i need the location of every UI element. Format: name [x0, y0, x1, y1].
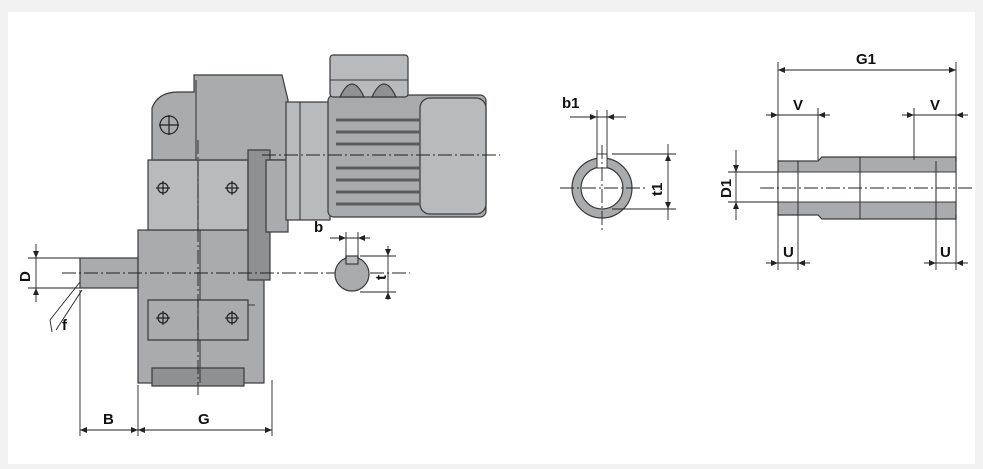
label-t: t	[373, 275, 390, 280]
label-U-right: U	[940, 244, 951, 261]
motor-adapter	[285, 101, 331, 221]
hollow-shaft-section	[560, 110, 676, 230]
label-b1: b1	[562, 95, 580, 112]
shaft-key-profile	[330, 232, 396, 300]
label-f: f	[62, 317, 68, 334]
label-D1: D1	[718, 179, 735, 198]
gear-motor-view	[62, 54, 500, 395]
label-V-left: V	[793, 97, 803, 114]
motor-end-cap	[419, 97, 487, 215]
label-V-right: V	[930, 97, 940, 114]
upper-housing	[151, 74, 289, 161]
label-G1: G1	[856, 51, 876, 68]
chamfer-f	[49, 281, 83, 333]
terminal-box	[329, 54, 409, 98]
flange-bolts	[156, 181, 239, 325]
label-B: B	[103, 411, 114, 428]
label-G: G	[198, 411, 210, 428]
dimension-D	[28, 244, 80, 302]
cooling-ribs	[336, 118, 420, 206]
dimension-B-G	[79, 290, 273, 436]
label-t1: t1	[649, 183, 666, 196]
hollow-shaft-longitudinal	[728, 62, 975, 270]
label-D: D	[17, 271, 34, 282]
label-b: b	[314, 219, 323, 236]
label-U-left: U	[783, 244, 794, 261]
